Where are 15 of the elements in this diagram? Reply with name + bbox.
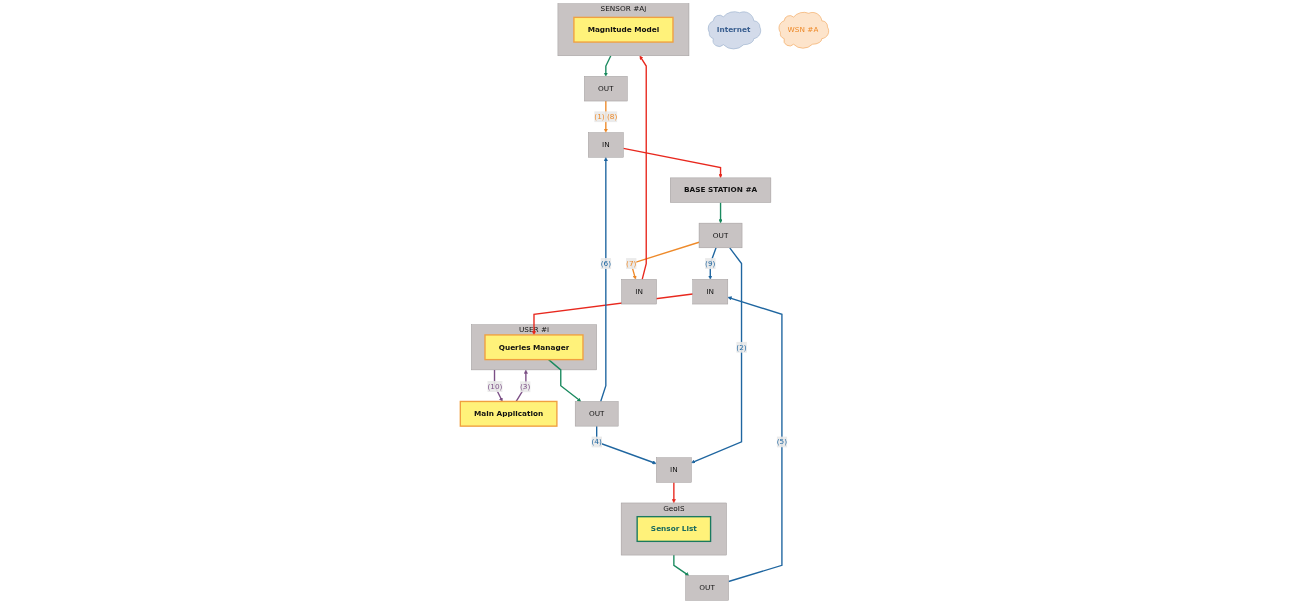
arrow: [603, 55, 612, 77]
arrow: [671, 481, 676, 504]
arrow: [718, 201, 723, 224]
arrow: [630, 241, 700, 280]
arrow: [603, 100, 608, 133]
arrow: [622, 147, 723, 179]
arrow: [708, 247, 717, 280]
arrow: [673, 554, 690, 576]
arrow: [727, 296, 783, 583]
arrow: [691, 247, 743, 464]
arrow: [493, 369, 503, 402]
arrow: [600, 157, 608, 403]
arrow: [547, 358, 582, 402]
arrow: [596, 425, 657, 465]
arrow: [639, 55, 647, 281]
